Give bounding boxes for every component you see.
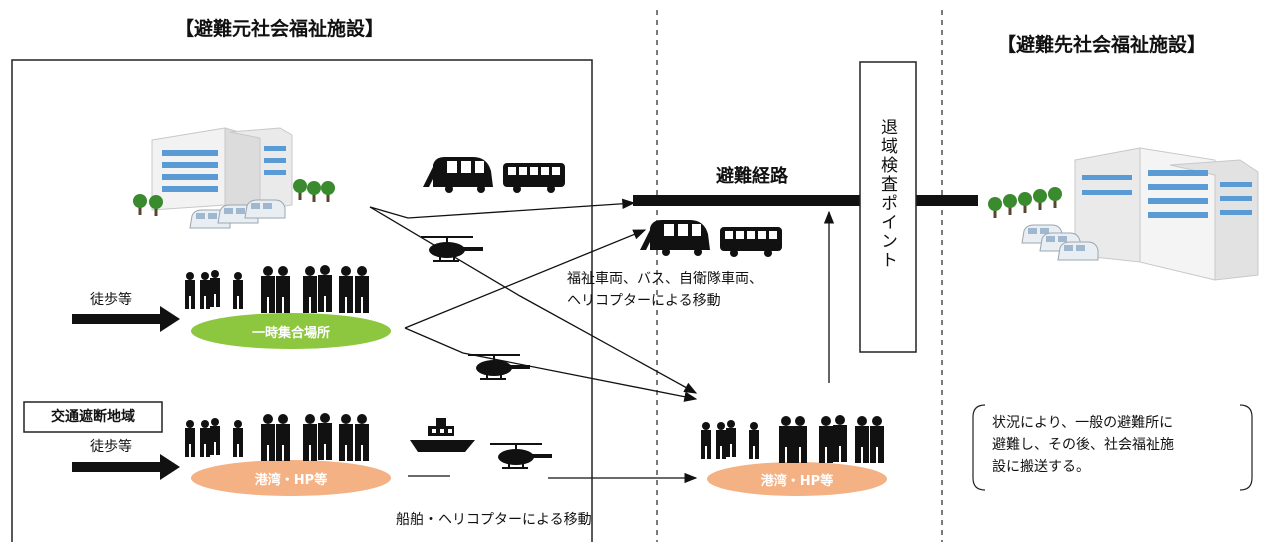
land-move-caption-1: 福祉車両、バス、自衛隊車両、	[567, 271, 763, 287]
walk-arrow-top	[72, 306, 180, 332]
blocked-area-label: 交通遮断地域	[51, 409, 135, 425]
blocked-area-box	[23, 401, 163, 433]
checkpoint-box	[859, 61, 917, 353]
gathering-place-ellipse	[191, 313, 391, 349]
helicopter-icon	[421, 236, 483, 262]
port-left-ellipse	[191, 460, 391, 496]
evacuation-route-bar	[633, 195, 978, 206]
bus-icon	[503, 163, 565, 193]
destination-building-icon	[988, 147, 1259, 281]
note-bracket	[972, 404, 1253, 491]
walk-arrow-bottom	[72, 454, 180, 480]
gathering-place-label: 一時集合場所	[251, 326, 330, 341]
welfare-van-icon-2	[640, 220, 710, 256]
port-right-label: 港湾・HP等	[760, 474, 834, 489]
note-line-3: 設に搬送する。	[992, 459, 1090, 475]
route-label: 避難経路	[716, 166, 788, 187]
bus-icon-2	[720, 227, 782, 257]
people-group-icon	[185, 265, 369, 313]
origin-building-icon	[133, 127, 335, 229]
note-line-2: 避難し、その後、社会福祉施	[992, 437, 1174, 453]
port-right-ellipse	[707, 462, 887, 496]
ship-icon	[410, 418, 475, 452]
people-group-icon-3	[701, 415, 884, 463]
checkpoint-label: 退域検査ポイント	[877, 118, 897, 270]
helicopter-icon-3	[490, 443, 552, 469]
destination-heading: 【避難先社会福祉施設】	[997, 34, 1207, 56]
helicopter-icon-2	[468, 354, 530, 380]
sea-move-caption: 船舶・ヘリコプターによる移動	[396, 512, 592, 528]
route-arrows	[369, 198, 835, 484]
land-move-caption-2: ヘリコプターによる移動	[567, 293, 721, 309]
note-line-1: 状況により、一般の避難所に	[992, 415, 1174, 431]
walk-label-bottom: 徒歩等	[90, 439, 132, 455]
walk-label-top: 徒歩等	[90, 292, 132, 308]
port-left-label: 港湾・HP等	[254, 473, 328, 488]
people-group-icon-2	[185, 413, 369, 461]
origin-heading: 【避難元社会福祉施設】	[175, 18, 385, 40]
origin-facility-box	[11, 59, 593, 542]
note-text: 状況により、一般の避難所に 避難し、その後、社会福祉施 設に搬送する。	[992, 412, 1174, 478]
welfare-van-icon	[423, 157, 493, 193]
